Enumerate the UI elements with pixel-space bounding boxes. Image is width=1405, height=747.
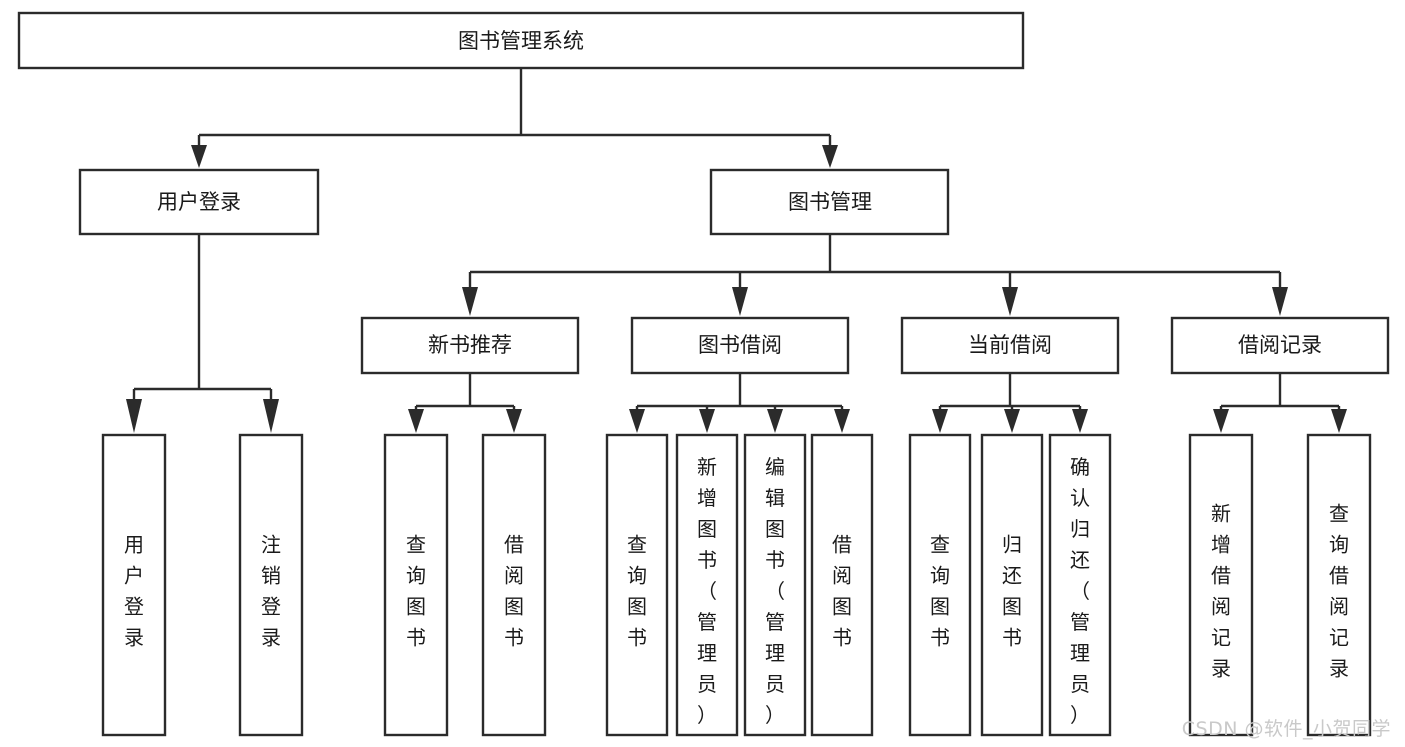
arrow-head-current-leaf-3 <box>1072 409 1088 433</box>
leaf-node[interactable]: 确认归还（管理员） <box>1048 433 1112 737</box>
leaf-box-rec-query-book[interactable] <box>383 433 449 737</box>
leaf-box-user-login[interactable] <box>101 433 167 737</box>
leaf-label-borrow-query-book: 查询图书 <box>627 532 647 649</box>
arrow-head-rec-leaf-1 <box>408 409 424 433</box>
arrow-head-book-borrow <box>732 287 748 316</box>
leaf-label-user-login: 用户登录 <box>124 532 144 649</box>
node-root-box[interactable] <box>17 11 1025 70</box>
node-current-borrow-box[interactable] <box>900 316 1120 375</box>
node-root-label: 图书管理系统 <box>458 29 584 53</box>
leaf-box-return-book[interactable] <box>980 433 1044 737</box>
node-book-borrow[interactable]: 图书借阅 <box>630 316 850 375</box>
node-new-book-recommend-label: 新书推荐 <box>428 333 512 357</box>
arrow-head-record-leaf-1 <box>1213 409 1229 433</box>
leaf-node[interactable]: 查询图书 <box>908 433 972 737</box>
node-book-borrow-label: 图书借阅 <box>698 333 782 357</box>
node-user-login-box[interactable] <box>78 168 320 236</box>
node-borrow-record[interactable]: 借阅记录 <box>1170 316 1390 375</box>
arrow-head-borrow-leaf-4 <box>834 409 850 433</box>
arrow-head-borrow-leaf-3 <box>767 409 783 433</box>
arrow-head-leaf-user-login <box>126 399 142 433</box>
arrow-head-book-mgmt <box>822 145 838 168</box>
node-book-management[interactable]: 图书管理 <box>709 168 950 236</box>
leaf-node[interactable]: 新增借阅记录 <box>1188 433 1254 737</box>
node-borrow-record-label: 借阅记录 <box>1238 333 1322 357</box>
csdn-watermark: CSDN @软件_小贺同学 <box>1181 718 1391 740</box>
leaf-label-edit-book-admin: 编辑图书（管理员） <box>765 454 785 726</box>
leaf-node[interactable]: 用户登录 <box>101 433 167 737</box>
leaf-label-confirm-return-admin: 确认归还（管理员） <box>1070 454 1090 726</box>
leaf-node[interactable]: 查询借阅记录 <box>1306 433 1372 737</box>
leaf-box-borrow-query-book[interactable] <box>605 433 669 737</box>
connector-layer <box>126 68 1347 433</box>
arrow-head-borrow-leaf-1 <box>629 409 645 433</box>
leaf-box-edit-book-admin[interactable] <box>743 433 807 737</box>
leaf-label-rec-query-book: 查询图书 <box>406 532 426 649</box>
node-current-borrow-label: 当前借阅 <box>968 333 1052 357</box>
arrow-head-record-leaf-2 <box>1331 409 1347 433</box>
leaf-node[interactable]: 借阅图书 <box>481 433 547 737</box>
leaf-node[interactable]: 归还图书 <box>980 433 1044 737</box>
leaf-box-add-borrow-record[interactable] <box>1188 433 1254 737</box>
leaf-label-borrow-book: 借阅图书 <box>832 532 852 649</box>
leaf-node[interactable]: 借阅图书 <box>810 433 874 737</box>
node-current-borrow[interactable]: 当前借阅 <box>900 316 1120 375</box>
node-book-management-box[interactable] <box>709 168 950 236</box>
leaf-box-query-borrow-record[interactable] <box>1306 433 1372 737</box>
leaf-node[interactable]: 新增图书（管理员） <box>675 433 739 737</box>
node-user-login[interactable]: 用户登录 <box>78 168 320 236</box>
arrow-head-current-leaf-2 <box>1004 409 1020 433</box>
leaf-box-logout[interactable] <box>238 433 304 737</box>
leaf-label-query-borrow-record: 查询借阅记录 <box>1329 501 1349 680</box>
leaf-label-add-book-admin: 新增图书（管理员） <box>697 454 717 726</box>
leaf-label-current-query-book: 查询图书 <box>930 532 950 649</box>
leaf-node[interactable]: 查询图书 <box>383 433 449 737</box>
leaf-box-add-book-admin[interactable] <box>675 433 739 737</box>
arrow-head-current-borrow <box>1002 287 1018 316</box>
arrow-head-leaf-logout <box>263 399 279 433</box>
node-user-login-label: 用户登录 <box>157 190 241 214</box>
leaf-node[interactable]: 编辑图书（管理员） <box>743 433 807 737</box>
arrow-head-borrow-record <box>1272 287 1288 316</box>
node-book-borrow-box[interactable] <box>630 316 850 375</box>
leaf-label-return-book: 归还图书 <box>1002 532 1022 649</box>
leaf-layer: 用户登录 注销登录 查询图书 借阅图书 查询图书 新增图书（管理员） 编辑图书（… <box>101 433 1372 737</box>
leaf-node[interactable]: 查询图书 <box>605 433 669 737</box>
node-new-book-recommend[interactable]: 新书推荐 <box>360 316 580 375</box>
leaf-label-rec-borrow-book: 借阅图书 <box>504 532 524 649</box>
leaf-box-borrow-book[interactable] <box>810 433 874 737</box>
node-new-book-recommend-box[interactable] <box>360 316 580 375</box>
leaf-box-current-query-book[interactable] <box>908 433 972 737</box>
arrow-head-current-leaf-1 <box>932 409 948 433</box>
node-borrow-record-box[interactable] <box>1170 316 1390 375</box>
arrow-head-rec-leaf-2 <box>506 409 522 433</box>
leaf-label-add-borrow-record: 新增借阅记录 <box>1211 501 1231 680</box>
leaf-node[interactable]: 注销登录 <box>238 433 304 737</box>
arrow-head-user-login <box>191 145 207 168</box>
node-root[interactable]: 图书管理系统 <box>17 11 1025 70</box>
leaf-box-confirm-return-admin[interactable] <box>1048 433 1112 737</box>
leaf-label-logout: 注销登录 <box>261 532 281 649</box>
arrow-head-new-book-rec <box>462 287 478 316</box>
arrow-head-borrow-leaf-2 <box>699 409 715 433</box>
node-book-management-label: 图书管理 <box>788 190 872 214</box>
leaf-box-rec-borrow-book[interactable] <box>481 433 547 737</box>
